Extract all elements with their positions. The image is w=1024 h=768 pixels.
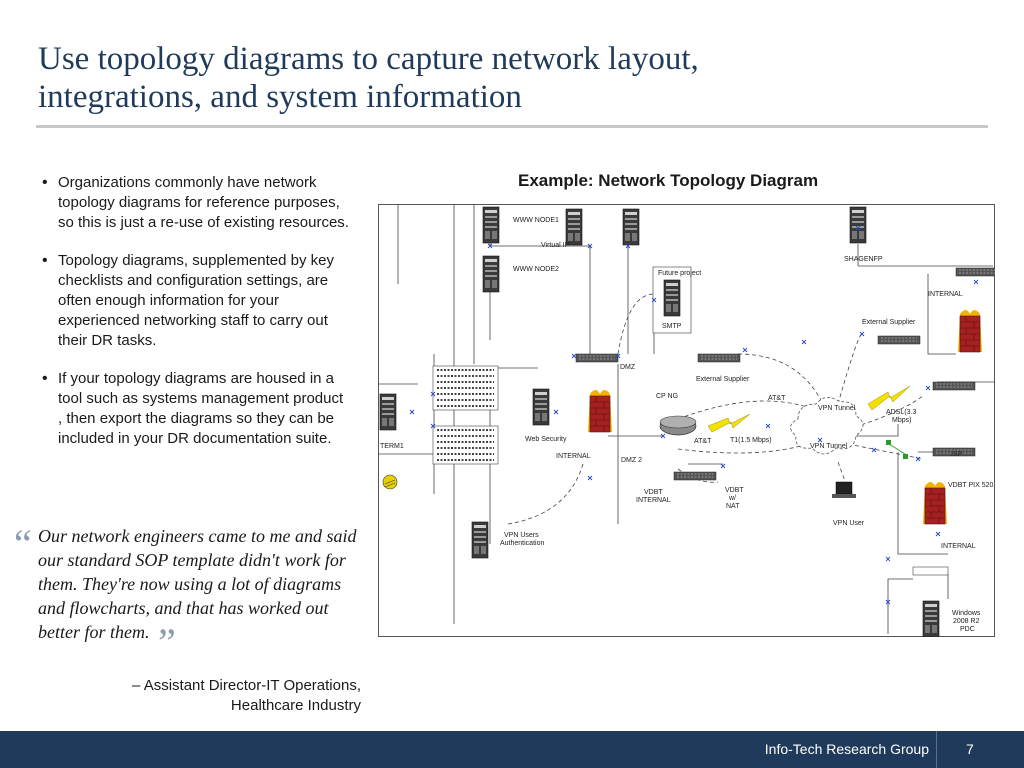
label-internal-bottom: INTERNAL	[941, 543, 976, 550]
label-att-top: AT&T	[768, 395, 786, 402]
label-adsl-1: ADSL(3.3	[886, 409, 916, 416]
label-term1: TERM1	[380, 443, 404, 450]
label-windows-2: 2008 R2	[953, 618, 980, 625]
label-vpn-tunnel-top: VPN Tunnel	[818, 405, 856, 412]
bullet-item: Topology diagrams, supplemented by key c…	[40, 251, 350, 351]
label-vpn-auth-2: Authentication	[500, 540, 544, 547]
label-windows-3: PDC	[960, 626, 975, 633]
label-dmz: DMZ	[620, 364, 636, 371]
bullet-list: Organizations commonly have network topo…	[40, 173, 350, 467]
label-windows-1: Windows	[952, 610, 981, 617]
label-internal-mid: INTERNAL	[556, 453, 591, 460]
label-vdbt-pix: VDBT PIX 520	[948, 482, 994, 489]
label-att-mid: AT&T	[694, 438, 712, 445]
quote-text: Our network engineers came to me and sai…	[38, 526, 357, 642]
label-t1: T1(1.5 Mbps)	[730, 437, 772, 444]
footer-org-name: Info-Tech Research Group	[764, 741, 929, 757]
diagram-title: Example: Network Topology Diagram	[518, 171, 819, 190]
label-cp-ng: CP NG	[656, 393, 678, 400]
bullet-item: Organizations commonly have network topo…	[40, 173, 350, 233]
close-quote-mark: ”	[157, 620, 176, 665]
quote-attribution: – Assistant Director-IT Operations, Heal…	[60, 676, 361, 716]
label-www-node1: WWW NODE1	[513, 217, 559, 224]
footer-bar: Info-Tech Research Group 7	[0, 731, 1024, 768]
footer-divider	[936, 731, 937, 768]
title-line-1: Use topology diagrams to capture network…	[38, 41, 699, 77]
label-virtual-ip: Virtual IP	[541, 242, 570, 249]
label-vpn-user: VPN User	[833, 520, 865, 527]
attribution-line-1: – Assistant Director-IT Operations,	[132, 677, 361, 694]
label-vdbt-nat-2: w/	[728, 495, 736, 502]
label-isp: ISP	[951, 451, 963, 458]
label-vdbt-internal-1: VDBT	[644, 489, 663, 496]
label-shagenfp: SHAGENFP	[844, 256, 883, 263]
quote-block: “ Our network engineers came to me and s…	[14, 521, 357, 665]
label-www-node2: WWW NODE2	[513, 266, 559, 273]
label-web-security: Web Security	[525, 436, 567, 443]
slide-title: Use topology diagrams to capture network…	[38, 40, 998, 116]
label-external-supplier-right: External Supplier	[862, 319, 916, 326]
attribution-line-2: Healthcare Industry	[230, 697, 361, 714]
network-topology-diagram: WWW NODE1 Virtual IP WWW NODE2 Future pr…	[378, 204, 995, 637]
page-number: 7	[966, 741, 974, 757]
label-vdbt-nat-3: NAT	[726, 503, 740, 510]
label-adsl-2: Mbps)	[892, 417, 911, 424]
label-vpn-auth-1: VPN Users	[504, 532, 539, 539]
label-future-project: Future project	[658, 270, 701, 277]
label-dmz2: DMZ 2	[621, 457, 642, 464]
title-divider	[36, 125, 988, 128]
label-internal-top: INTERNAL	[928, 291, 963, 298]
label-vdbt-nat-1: VDBT	[725, 487, 744, 494]
label-vdbt-internal-2: INTERNAL	[636, 497, 671, 504]
label-smtp: SMTP	[662, 323, 682, 330]
bullet-item: If your topology diagrams are housed in …	[40, 369, 350, 449]
title-line-2: integrations, and system information	[38, 79, 522, 115]
label-external-supplier-mid: External Supplier	[696, 376, 750, 383]
label-vpn-tunnel-bottom: VPN Tunnel	[810, 443, 848, 450]
